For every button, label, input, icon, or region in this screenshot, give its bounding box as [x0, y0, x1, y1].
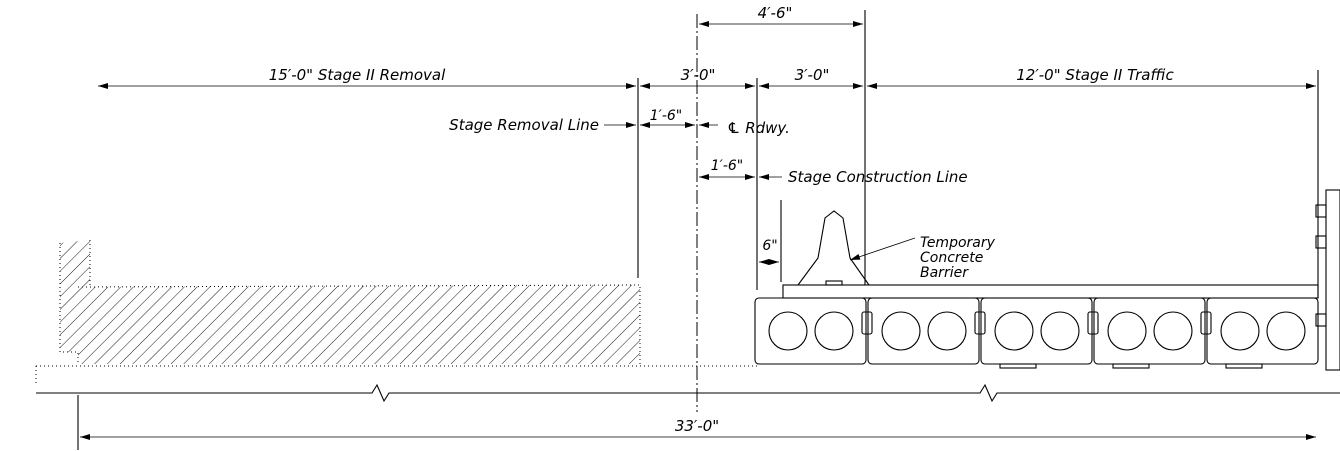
void	[1266, 311, 1306, 351]
dim-label-removal: 15′-0" Stage II Removal	[269, 66, 446, 84]
barrier-label-line1: Temporary	[920, 235, 996, 251]
dimension-lines	[80, 21, 1316, 440]
barrier-outline	[796, 210, 871, 286]
baseline	[36, 383, 1340, 403]
shear-keys	[861, 311, 1212, 335]
dim-label-left-3ft: 3′-0"	[681, 66, 716, 84]
new-deck-structure	[754, 189, 1340, 371]
void	[881, 311, 921, 351]
barrier-label-line3: Barrier	[920, 265, 969, 281]
bearing-pad	[1112, 363, 1150, 369]
dim-label-top: 4′-6"	[758, 4, 793, 22]
bearing-pad	[999, 363, 1037, 369]
dim-label-construction-offset: 1′-6"	[711, 158, 743, 174]
void	[1220, 311, 1260, 351]
annotation-labels: Stage Removal Line ℄ Rdwy. Stage Constru…	[449, 116, 995, 281]
reference-lines	[77, 10, 1319, 450]
railing-block	[1315, 235, 1327, 249]
box-beam-2	[867, 297, 980, 365]
box-beam-1	[754, 297, 867, 365]
existing-railing	[1315, 189, 1340, 371]
void	[1153, 311, 1193, 351]
bearing-pads	[999, 363, 1263, 369]
existing-slab-outline	[59, 240, 641, 364]
railing-block	[1315, 313, 1327, 327]
shear-key	[1087, 311, 1099, 335]
railing-post	[1325, 189, 1340, 371]
temporary-concrete-barrier	[796, 210, 871, 286]
barrier-base-pad	[825, 280, 843, 286]
void	[927, 311, 967, 351]
stage-removal-line-label: Stage Removal Line	[449, 116, 599, 134]
dim-label-removal-offset: 1′-6"	[650, 108, 682, 124]
shear-key	[1200, 311, 1212, 335]
box-beams	[754, 297, 1319, 365]
void	[768, 311, 808, 351]
shear-key	[974, 311, 986, 335]
barrier-leader	[849, 237, 916, 261]
railing-block	[1315, 204, 1327, 218]
shear-key	[861, 311, 873, 335]
barrier-label-line2: Concrete	[920, 250, 983, 266]
baseline-line	[36, 383, 1340, 403]
dim-label-right-3ft: 3′-0"	[795, 66, 830, 84]
stage-construction-line-label: Stage Construction Line	[788, 168, 968, 186]
bearing-pad	[1225, 363, 1263, 369]
void	[1040, 311, 1080, 351]
dim-label-overall: 33′-0"	[675, 417, 719, 435]
new-deck-slab	[782, 284, 1319, 299]
box-beam-3	[980, 297, 1093, 365]
box-beam-5	[1206, 297, 1319, 365]
existing-curb-hatch	[60, 240, 90, 352]
void	[814, 311, 854, 351]
existing-deck-removal-area	[35, 240, 760, 384]
centerline-rdwy-label: ℄ Rdwy.	[727, 119, 790, 137]
void	[1107, 311, 1147, 351]
dim-label-traffic: 12′-0" Stage II Traffic	[1016, 66, 1174, 84]
dimension-text: 4′-6" 15′-0" Stage II Removal 3′-0" 3′-0…	[269, 4, 1175, 435]
dim-label-barrier-offset: 6"	[762, 238, 777, 254]
void	[994, 311, 1034, 351]
box-beam-4	[1093, 297, 1206, 365]
box-beam-voids	[768, 311, 1306, 351]
existing-slab-hatch	[78, 285, 640, 364]
